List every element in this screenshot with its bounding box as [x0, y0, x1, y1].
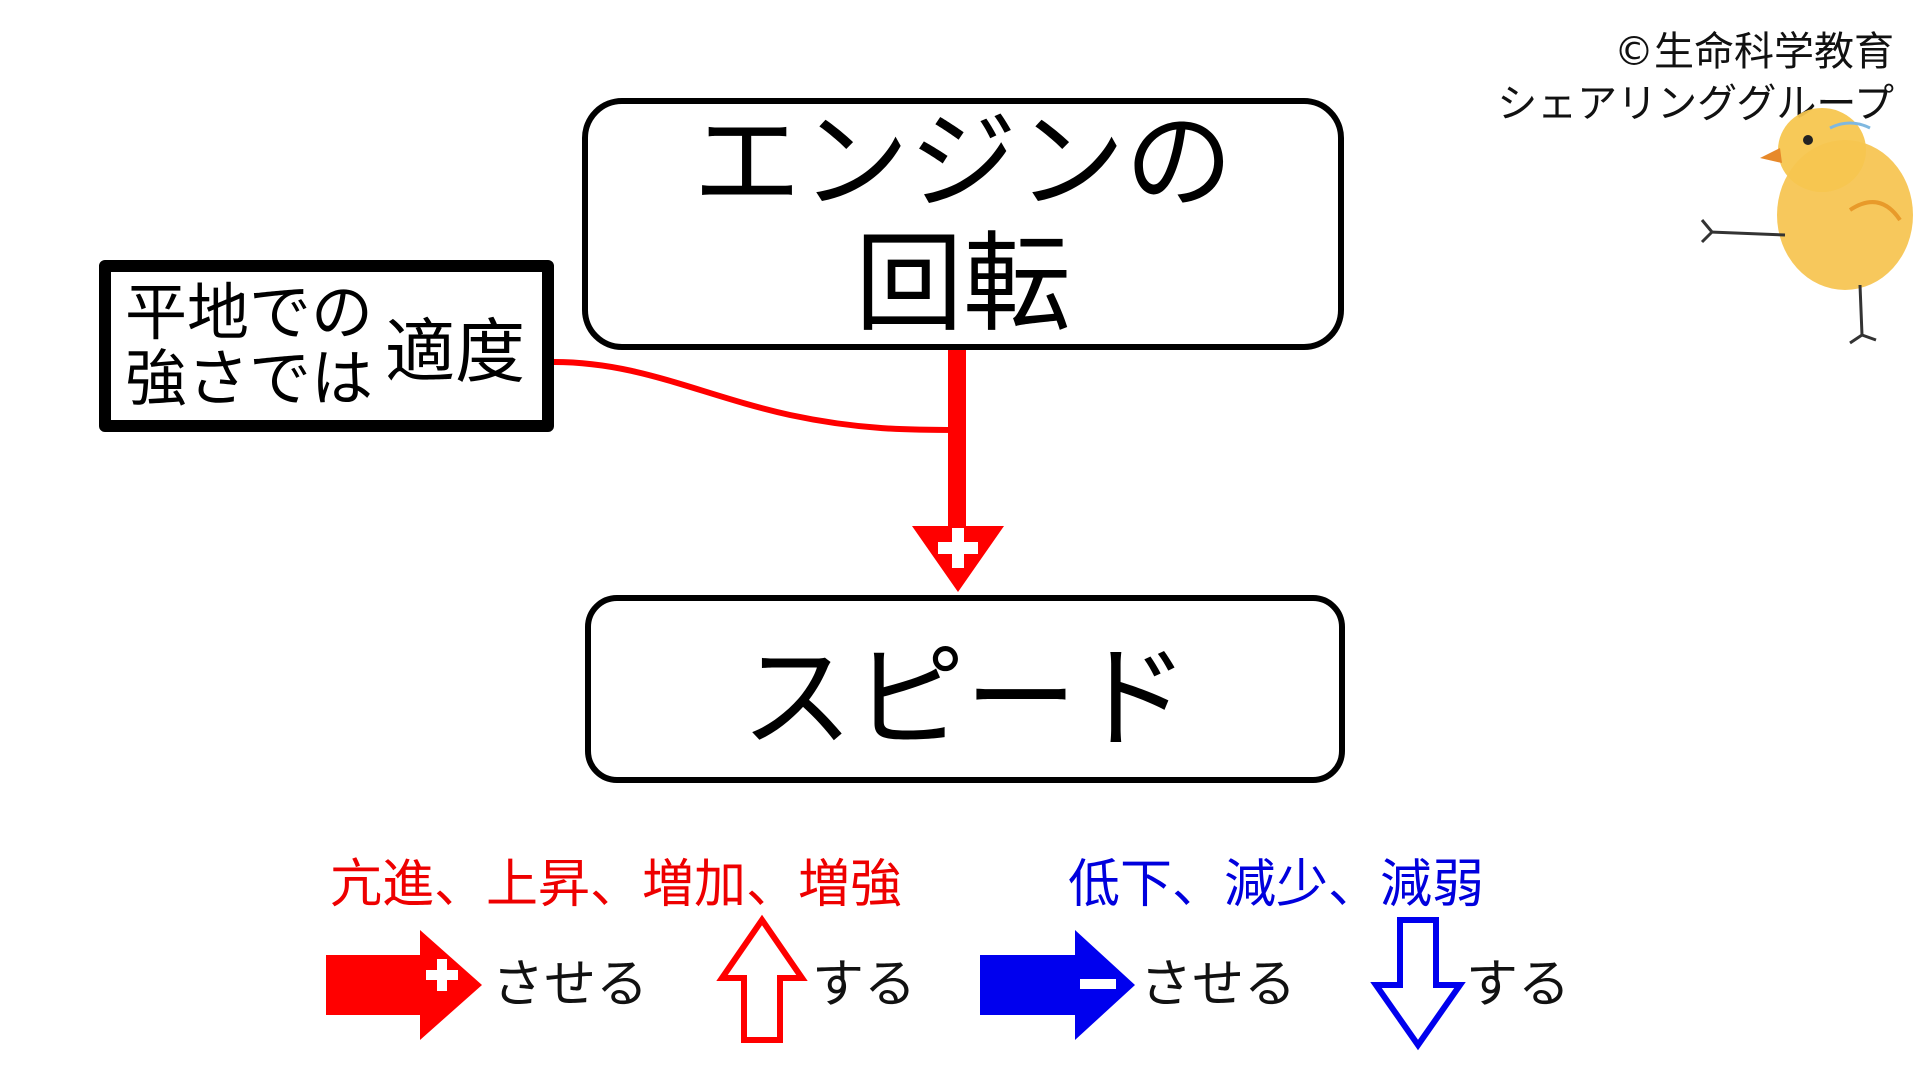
plus-sign-icon	[938, 528, 978, 568]
engine-speed-stem	[948, 350, 966, 530]
legend-make-decrease: させる	[1140, 955, 1297, 1015]
condition-connector	[553, 359, 959, 433]
credit: ©生命科学教育 シェアリンググループ	[1497, 26, 1894, 130]
condition-side-text: 適度	[385, 310, 526, 393]
engine-rotation-node: エンジンの 回転	[582, 98, 1344, 350]
legend-increase-terms: 亢進、上昇、増加、増強	[330, 855, 903, 915]
legend-become-decrease: する	[1466, 955, 1571, 1015]
condition-line-2: 強さでは	[125, 342, 374, 415]
condition-node: 平地での 強さでは 適度	[99, 260, 554, 432]
legend-make-increase: させる	[492, 955, 649, 1015]
speed-node: スピード	[585, 595, 1345, 783]
down-outline-arrow-icon	[1370, 917, 1466, 1051]
legend-become-increase: する	[812, 955, 917, 1015]
minus-arrow-icon	[980, 930, 1135, 1040]
condition-line-1: 平地での	[125, 276, 374, 349]
engine-node-line-1: エンジンの	[692, 100, 1233, 225]
legend-decrease-terms: 低下、減少、減弱	[1068, 855, 1485, 915]
engine-node-line-2: 回転	[854, 222, 1071, 347]
condition-main-text: 平地での 強さでは	[125, 280, 373, 412]
plus-arrow-icon	[326, 930, 482, 1040]
chick-illustration-icon	[1700, 108, 1913, 345]
credit-line-1: ©生命科学教育	[1614, 29, 1894, 75]
up-outline-arrow-icon	[716, 914, 808, 1043]
